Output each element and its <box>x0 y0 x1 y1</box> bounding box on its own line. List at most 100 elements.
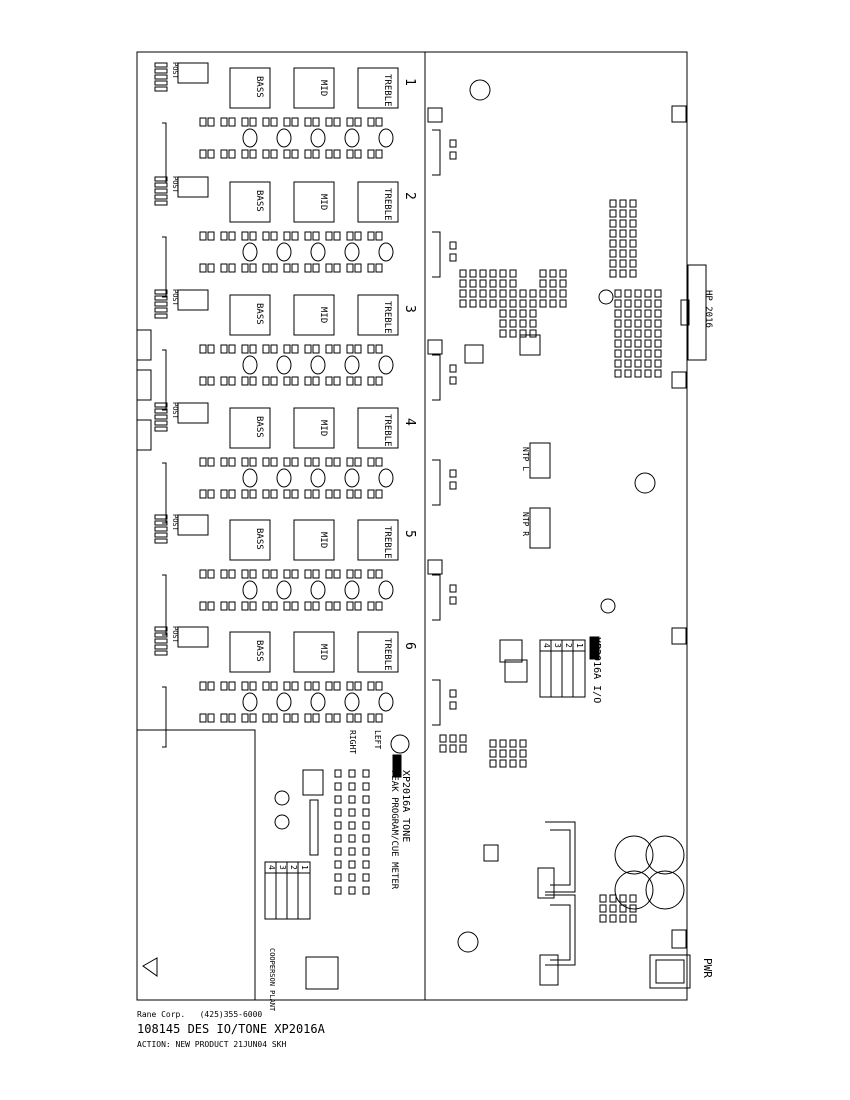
header-pin <box>154 313 168 319</box>
smd-part <box>270 601 278 611</box>
smd-part <box>644 369 652 378</box>
smd-part <box>644 289 652 298</box>
smd-part <box>304 569 312 579</box>
channel-number: 4 <box>402 418 417 426</box>
header-pin <box>154 402 168 408</box>
header-pin <box>154 638 168 644</box>
smd-part <box>283 713 291 723</box>
smd-part <box>312 117 320 127</box>
smd-part <box>262 713 270 723</box>
big-capacitor-3 <box>614 870 654 910</box>
smd-part <box>539 279 547 288</box>
smd-part <box>619 239 627 248</box>
meter-led-part <box>334 795 342 804</box>
meter-led-part <box>334 860 342 869</box>
post-connector-outline <box>177 402 209 424</box>
capacitor-footprint <box>378 692 394 712</box>
smd-part <box>375 344 383 354</box>
tone-logo-box <box>392 754 402 778</box>
smd-part <box>367 117 375 127</box>
smd-part <box>609 269 617 278</box>
smd-part <box>459 299 467 308</box>
smd-part <box>614 319 622 328</box>
meter-led-part <box>348 873 356 882</box>
smd-part <box>228 713 236 723</box>
smd-part <box>367 149 375 159</box>
smd-part <box>519 759 527 768</box>
footer-company-line: Rane Corp. (425)355-6000 <box>137 1010 263 1019</box>
smd-part <box>489 739 497 748</box>
meter-led-part <box>348 795 356 804</box>
smd-part <box>629 199 637 208</box>
smd-part <box>609 239 617 248</box>
small-header <box>483 844 499 862</box>
bracket-connector <box>162 349 167 411</box>
smd-part <box>262 117 270 127</box>
smd-part <box>270 263 278 273</box>
smd-part <box>644 329 652 338</box>
smd-part <box>283 601 291 611</box>
capacitor-footprint <box>378 355 394 375</box>
header-pin <box>154 176 168 182</box>
meter-led-part <box>334 769 342 778</box>
ntp-l-label: NTP L <box>521 447 530 471</box>
smd-part <box>346 569 354 579</box>
smd-part <box>599 914 607 923</box>
jack-circle-low <box>457 931 479 953</box>
capacitor-footprint <box>344 242 360 262</box>
capacitor-footprint <box>276 692 292 712</box>
smd-part <box>529 329 537 338</box>
smd-part <box>634 309 642 318</box>
post-connector-outline <box>177 514 209 536</box>
smd-part <box>270 569 278 579</box>
smd-part <box>367 376 375 386</box>
smd-part <box>333 117 341 127</box>
tone-channel-block <box>154 62 399 184</box>
smd-part <box>644 309 652 318</box>
smd-part <box>249 231 257 241</box>
header-pin <box>154 520 168 526</box>
smd-part <box>262 489 270 499</box>
smd-part <box>241 713 249 723</box>
smd-part <box>283 344 291 354</box>
smd-part <box>249 457 257 467</box>
smd-part <box>241 601 249 611</box>
meter-led-part <box>334 834 342 843</box>
smd-part <box>609 219 617 228</box>
smd-part <box>509 299 517 308</box>
smd-part <box>654 319 662 328</box>
smd-part <box>346 149 354 159</box>
smd-part <box>634 359 642 368</box>
smd-part <box>241 489 249 499</box>
capacitor-footprint <box>344 692 360 712</box>
smd-part <box>654 339 662 348</box>
meter-led-part <box>348 808 356 817</box>
smd-part <box>228 344 236 354</box>
smd-part <box>228 601 236 611</box>
bass-label: BASS <box>254 303 264 325</box>
test-point-2 <box>600 598 616 614</box>
smd-part <box>262 601 270 611</box>
treble-pot-outline <box>357 181 399 223</box>
smd-part <box>270 713 278 723</box>
smd-part <box>629 209 637 218</box>
meter-led-part <box>348 782 356 791</box>
meter-resistor-array <box>309 799 319 856</box>
smd-part <box>559 269 567 278</box>
smd-part <box>312 713 320 723</box>
smd-part <box>220 489 228 499</box>
smd-part <box>291 713 299 723</box>
smd-part <box>499 299 507 308</box>
smd-part <box>220 344 228 354</box>
io-ver-1: 1 <box>575 643 584 648</box>
smd-part <box>291 569 299 579</box>
bass-label: BASS <box>254 528 264 550</box>
smd-part <box>499 299 507 308</box>
meter-led-2 <box>274 814 290 830</box>
bass-label: BASS <box>254 76 264 98</box>
meter-circle <box>390 734 410 754</box>
smd-part <box>509 309 517 318</box>
heatsink-bracket-1 <box>545 821 576 893</box>
capacitor-footprint <box>242 468 258 488</box>
header-pin <box>154 626 168 632</box>
